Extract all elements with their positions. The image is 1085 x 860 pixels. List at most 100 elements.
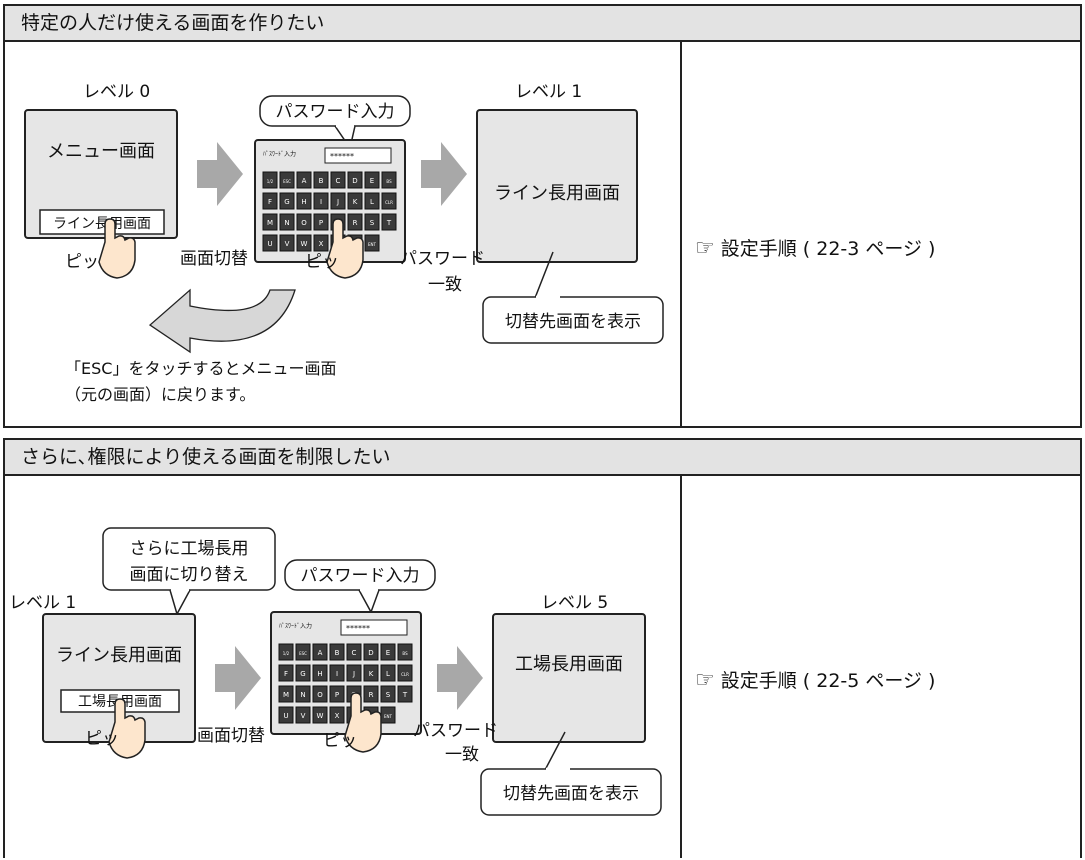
keypad-key[interactable] (279, 213, 295, 231)
keypad-key[interactable] (278, 643, 294, 661)
tap-hand-icon (326, 218, 364, 279)
keypad-key-label: V (301, 712, 306, 720)
keypad-key[interactable] (295, 685, 311, 703)
keypad-key-label: I (336, 670, 338, 678)
keypad-key-label: J (352, 670, 355, 678)
keypad-key[interactable] (296, 213, 312, 231)
keypad-key[interactable] (380, 685, 396, 703)
keypad-key[interactable] (381, 171, 397, 189)
pointing-hand-icon: ☞ (695, 236, 715, 261)
keypad-key[interactable] (296, 192, 312, 210)
keypad-key-label: CLR (401, 672, 409, 677)
keypad-key[interactable] (313, 213, 329, 231)
keypad-key[interactable] (330, 171, 346, 189)
keypad-key[interactable] (363, 664, 379, 682)
keypad-key-label: I (320, 198, 322, 206)
keypad-key[interactable] (296, 234, 312, 252)
keypad-key[interactable] (313, 192, 329, 210)
keypad-key[interactable] (312, 685, 328, 703)
keypad-key-label: P (335, 691, 339, 699)
password-match-line1: パスワード (413, 721, 498, 741)
keypad-key[interactable] (312, 706, 328, 724)
keypad-key[interactable] (278, 685, 294, 703)
keypad-key[interactable] (262, 192, 278, 210)
password-match-line1: パスワード (400, 249, 485, 269)
keypad-key-label: C (352, 649, 357, 657)
reference-text: 設定手順 ( 22-5 ページ ) (720, 670, 936, 692)
keypad-key-label: V (285, 240, 290, 248)
keypad-key[interactable] (347, 171, 363, 189)
keypad-key-label: W (317, 712, 324, 720)
keypad-key[interactable] (262, 213, 278, 231)
keypad-key[interactable] (364, 213, 380, 231)
keypad-key-label: C (336, 177, 341, 185)
keypad-key[interactable] (364, 234, 380, 252)
keypad-key[interactable] (330, 192, 346, 210)
keypad-key[interactable] (279, 192, 295, 210)
keypad-key[interactable] (295, 643, 311, 661)
column-divider (680, 476, 682, 858)
keypad-key-label: ENT (384, 714, 393, 719)
password-bubble-text: パスワード入力 (301, 566, 420, 586)
keypad-key[interactable] (312, 643, 328, 661)
keypad-key[interactable] (278, 664, 294, 682)
keypad-key[interactable] (381, 213, 397, 231)
keypad-key[interactable] (313, 234, 329, 252)
keypad-key[interactable] (295, 706, 311, 724)
keypad-key-label: X (319, 240, 324, 248)
keypad-key[interactable] (364, 171, 380, 189)
display-bubble-text: 切替先画面を表示 (503, 784, 639, 804)
keypad-key[interactable] (347, 192, 363, 210)
keypad-key[interactable] (381, 192, 397, 210)
keypad-key[interactable] (312, 664, 328, 682)
keypad-key-label: BS (402, 651, 408, 656)
keypad-key[interactable] (363, 643, 379, 661)
keypad-key[interactable] (279, 171, 295, 189)
level-1-label: レベル 1 (9, 593, 76, 613)
keypad-key[interactable] (397, 643, 413, 661)
keypad-key[interactable] (380, 664, 396, 682)
section-permission-limit: さらに､権限により使える画面を制限したい ☞設定手順 ( 22-5 ページ ) … (3, 438, 1082, 858)
keypad-key[interactable] (278, 706, 294, 724)
keypad-key[interactable] (346, 664, 362, 682)
keypad-key[interactable] (329, 685, 345, 703)
reference-link[interactable]: ☞設定手順 ( 22-3 ページ ) (695, 234, 935, 261)
keypad-key[interactable] (313, 171, 329, 189)
keypad-key[interactable] (329, 664, 345, 682)
tap-sound-1: ピッ (85, 729, 119, 749)
right-arrow-icon (197, 142, 243, 206)
keypad-key[interactable] (346, 643, 362, 661)
keypad-key-label: B (319, 177, 324, 185)
tap-hand-icon (98, 218, 136, 279)
switch-screen-text: 画面切替 (197, 726, 265, 746)
diagram-specific-users: レベル 0 レベル 1 メニュー画面 ライン長用画面 パスワード入力 ﾊﾟｽﾜｰ… (24, 82, 664, 404)
switch-bubble-line2: 画面に切り替え (130, 565, 249, 585)
keypad-key-label: CLR (385, 200, 393, 205)
esc-note-line1: 「ESC」をタッチするとメニュー画面 (65, 359, 336, 378)
keypad-key-label: O (317, 691, 323, 699)
reference-link[interactable]: ☞設定手順 ( 22-5 ページ ) (695, 666, 935, 693)
keypad-key[interactable] (397, 664, 413, 682)
diagram-permission-limit: さらに工場長用 画面に切り替え レベル 1 レベル 5 ライン長用画面 工場長用… (9, 527, 662, 816)
return-arrow-icon (148, 288, 296, 354)
keypad-key-label: X (335, 712, 340, 720)
keypad-key[interactable] (347, 213, 363, 231)
keypad-key[interactable] (363, 685, 379, 703)
keypad-key[interactable] (380, 643, 396, 661)
password-match-line2: 一致 (428, 275, 462, 295)
keypad-key[interactable] (329, 643, 345, 661)
keypad-key-label: L (370, 198, 374, 206)
factory-screen-title: 工場長用画面 (515, 654, 623, 675)
keypad-key-label: T (402, 691, 408, 699)
keypad-key[interactable] (296, 171, 312, 189)
keypad-key[interactable] (279, 234, 295, 252)
keypad-key[interactable] (329, 706, 345, 724)
keypad-key[interactable] (364, 192, 380, 210)
keypad-key[interactable] (295, 664, 311, 682)
keypad-key-label: F (284, 670, 288, 678)
keypad-key[interactable] (262, 234, 278, 252)
keypad-key-label: H (317, 670, 322, 678)
keypad-key[interactable] (262, 171, 278, 189)
keypad-key[interactable] (397, 685, 413, 703)
